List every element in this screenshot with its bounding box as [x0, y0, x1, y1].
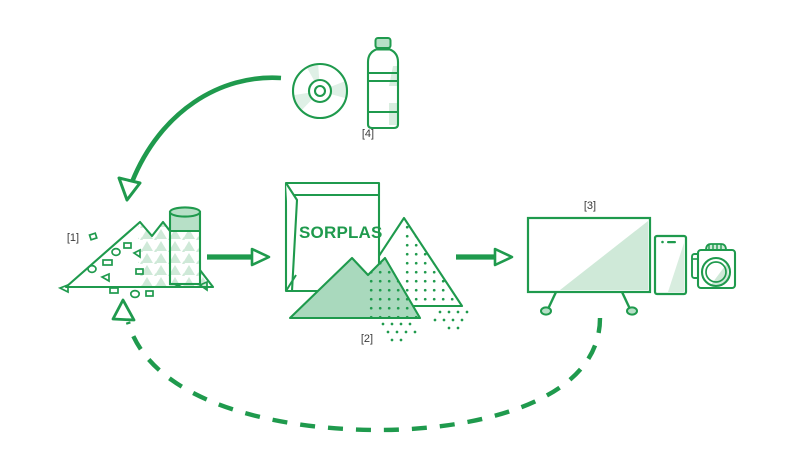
- bag-brand-text: SORPLAS: [299, 223, 383, 242]
- label-step4: [4]: [362, 128, 374, 140]
- camera-icon: [691, 243, 737, 290]
- arrow-pellets-to-products: [456, 247, 514, 267]
- label-step3: [3]: [584, 200, 596, 212]
- arrow-products-to-flakes: [111, 298, 603, 433]
- finished-products-group: [3]: [526, 200, 737, 316]
- label-step1: [1]: [67, 232, 79, 244]
- label-step2: [2]: [361, 333, 373, 345]
- post-consumer-waste-group: [4]: [291, 37, 400, 140]
- optical-disc-icon: [291, 62, 349, 120]
- arrow-flakes-to-pellets: [207, 247, 271, 267]
- arrow-waste-to-flakes: [117, 75, 282, 202]
- television-icon: [526, 216, 652, 316]
- water-bottle-icon: [366, 37, 400, 130]
- plastic-container-cylinder-icon: [168, 206, 202, 286]
- smartphone-icon: [653, 234, 688, 296]
